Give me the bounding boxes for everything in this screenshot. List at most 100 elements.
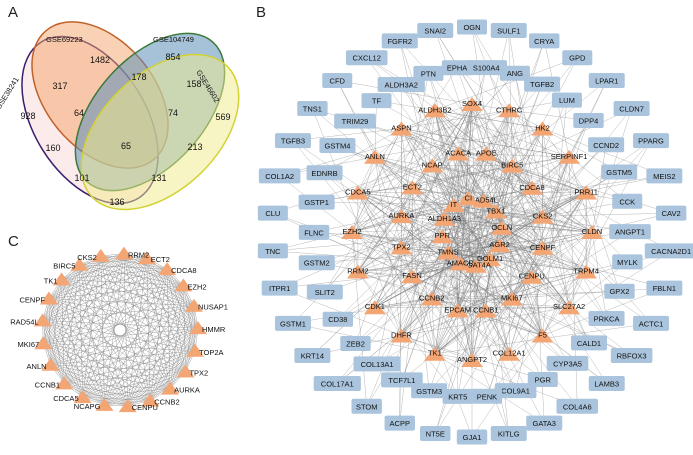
hub-node-hk2: HK2 [531,121,554,136]
network-edge [48,298,171,389]
gene-node-label: CACNA2D1 [651,247,691,256]
network-edge [357,192,543,336]
hub-node-label: HMMR [202,325,226,334]
gene-node-box [298,255,335,271]
network-edge [471,103,628,263]
hub-node-label: OCLN [491,223,512,232]
hub-node-label: ECT2 [403,182,422,191]
network-edge [431,298,510,354]
network-edge [82,258,147,398]
hub-node-label: CDCA8 [171,266,196,275]
network-edge [434,110,469,199]
network-edge [64,383,128,407]
gene-node-label: ANG [507,69,523,78]
network-edge [42,320,65,384]
hub-node-label: RRM2 [128,251,149,260]
gene-node-label: S100A4 [473,64,500,73]
network-edge [63,253,125,384]
network-edge [448,252,491,260]
network-edge [471,200,484,361]
gene-node-label: KITLG [498,430,520,439]
hub-node-label: ANGPT2 [457,355,487,364]
gene-node-tns1: TNS1 [297,100,328,116]
hub-node-cks2: CKS2 [531,209,554,224]
network-edge [457,265,476,311]
network-edge [50,285,184,366]
network-edge [508,276,532,354]
hub-node-nusap1: NUSAP1 [184,298,228,312]
hub-node-label: TMNS [437,248,458,257]
network-edge [50,350,196,366]
network-edge [542,128,570,308]
gene-node-box [490,22,527,38]
network-edge [185,305,195,372]
network-edge [50,364,128,407]
network-edge [434,110,502,228]
gene-node-cyp3a5: CYP3A5 [546,355,589,371]
hub-node-marker [474,303,497,318]
network-edge [61,279,199,329]
hub-node-tmns: TMNS [437,245,460,260]
network-edge [63,264,80,384]
hub-node-label: ECT2 [151,255,170,264]
network-edge [568,307,632,356]
hub-node-label: CCNB1 [473,306,498,315]
gene-node-krt14: KRT14 [294,348,331,364]
network-edge [453,204,543,336]
network-edge [357,192,445,219]
hub-node-ezh2: EZH2 [174,278,207,292]
gene-node-box [655,205,687,221]
gene-node-box [529,33,560,49]
hub-node-marker [39,291,58,305]
network-edge [374,156,436,354]
hub-node-label: CLDN [582,227,602,236]
hub-node-label: TRPM4 [573,267,598,276]
gene-node-gpd: GPD [562,50,593,66]
gene-node-label: CFD [330,77,346,86]
gene-node-cav2: CAV2 [655,205,687,221]
network-edge [432,165,476,266]
venn-label-gse38241: GSE38241 [0,75,21,111]
hub-node-aurka: AURKA [389,209,414,224]
hub-node-marker [423,346,446,361]
hub-node-birc5: BIRC5 [53,257,89,271]
network-edge [183,285,196,351]
network-edge [475,200,484,266]
hub-node-marker [55,376,74,390]
hub-node-tpx2: TPX2 [176,364,208,378]
hub-node-marker [431,229,454,244]
gene-node-label: COL4A6 [563,402,592,411]
venn-count: 160 [45,143,60,153]
gene-node-nt5e: NT5E [420,426,451,442]
gene-node-box [413,65,444,81]
gene-node-dpp4: DPP4 [573,113,604,129]
network-edge [434,103,473,354]
network-edge [468,198,476,266]
hub-node-label: CI [465,193,473,202]
network-edge [61,279,65,384]
hub-node-label: NUSAP1 [198,303,228,312]
gene-node-box [257,243,288,259]
hub-node-marker [488,238,511,253]
network-edge [337,80,473,105]
hub-node-ccnb1: CCNB1 [473,303,499,318]
gene-node-rbfox3: RBFOX3 [610,348,653,364]
venn-count: 178 [131,72,146,82]
network-edge [458,153,469,199]
network-edge [585,192,620,292]
network-edge [508,110,533,188]
gene-node-box [546,355,589,371]
gene-node-clu: CLU [257,205,288,221]
network-edge [357,103,473,193]
gene-node-label: GJA1 [463,433,482,442]
network-edge [79,264,171,389]
hub-node-label: MGAT4A [461,261,491,270]
network-edge [401,110,510,129]
network-edge [48,298,196,351]
network-edge [511,216,543,299]
network-edge [468,198,587,272]
hub-node-marker [421,158,444,173]
gene-node-box [465,60,508,76]
